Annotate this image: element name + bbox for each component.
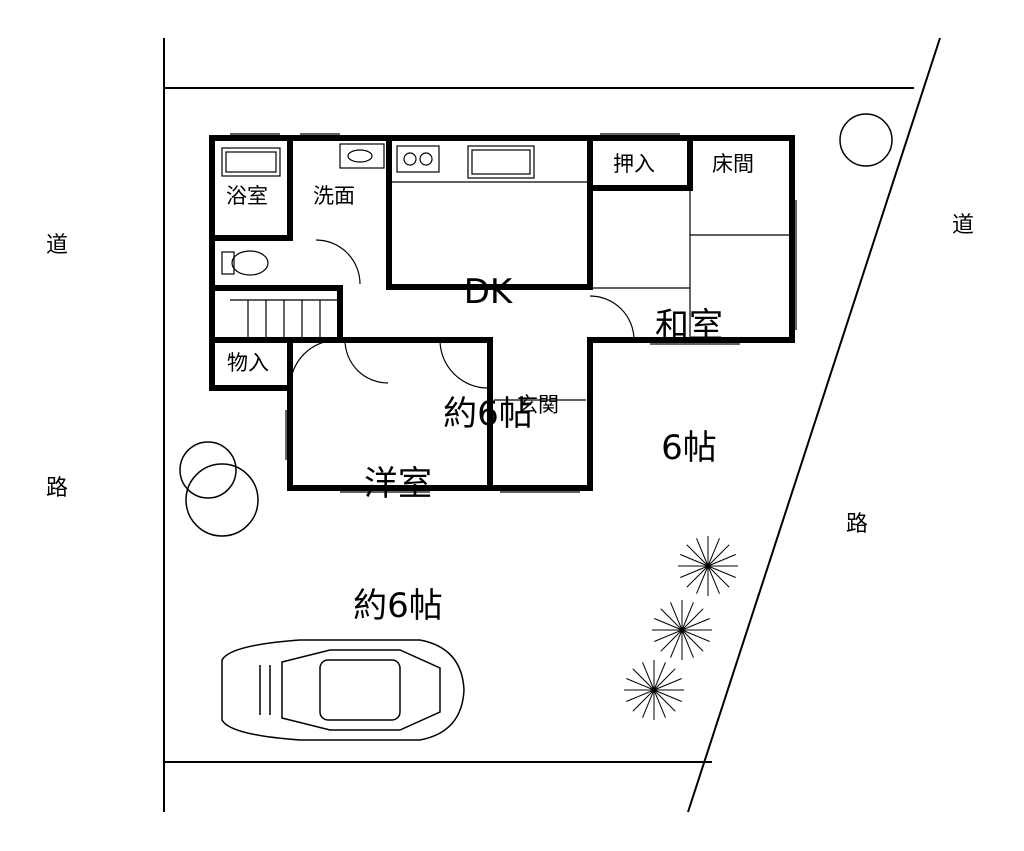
room-yoshitsu-line2: 約6帖 [353, 585, 443, 626]
room-washitsu-line1: 和室 [655, 305, 723, 346]
room-dk-line2: 約6帖 [443, 393, 533, 434]
room-label-washroom: 洗面 [313, 184, 355, 208]
shrub-icons [624, 536, 738, 720]
room-label-bath: 浴室 [226, 184, 268, 208]
room-yoshitsu-line1: 洋室 [364, 463, 432, 504]
room-label-entrance: 玄関 [517, 393, 559, 417]
room-label-yoshitsu: 洋室 約6帖 [342, 382, 454, 668]
room-label-storage: 物入 [227, 351, 269, 375]
road-label-left-top: 道 [46, 233, 69, 258]
road-label-left-bottom: 路 [46, 476, 69, 501]
car-icon [221, 639, 465, 741]
room-label-tokonoma: 床間 [712, 152, 754, 176]
tree-icons [179, 113, 893, 537]
room-label-washitsu: 和室 6帖 [648, 224, 730, 510]
site-boundary [163, 37, 941, 813]
road-label-right-top: 道 [952, 213, 975, 238]
house-walls [209, 135, 795, 491]
room-label-dk: DK 約6帖 [432, 190, 544, 476]
room-label-closet: 押入 [613, 152, 655, 176]
room-washitsu-line2: 6帖 [661, 427, 717, 468]
room-dk-line1: DK [463, 271, 513, 312]
plan-details [221, 133, 797, 493]
road-label-right-bottom: 路 [846, 512, 869, 537]
